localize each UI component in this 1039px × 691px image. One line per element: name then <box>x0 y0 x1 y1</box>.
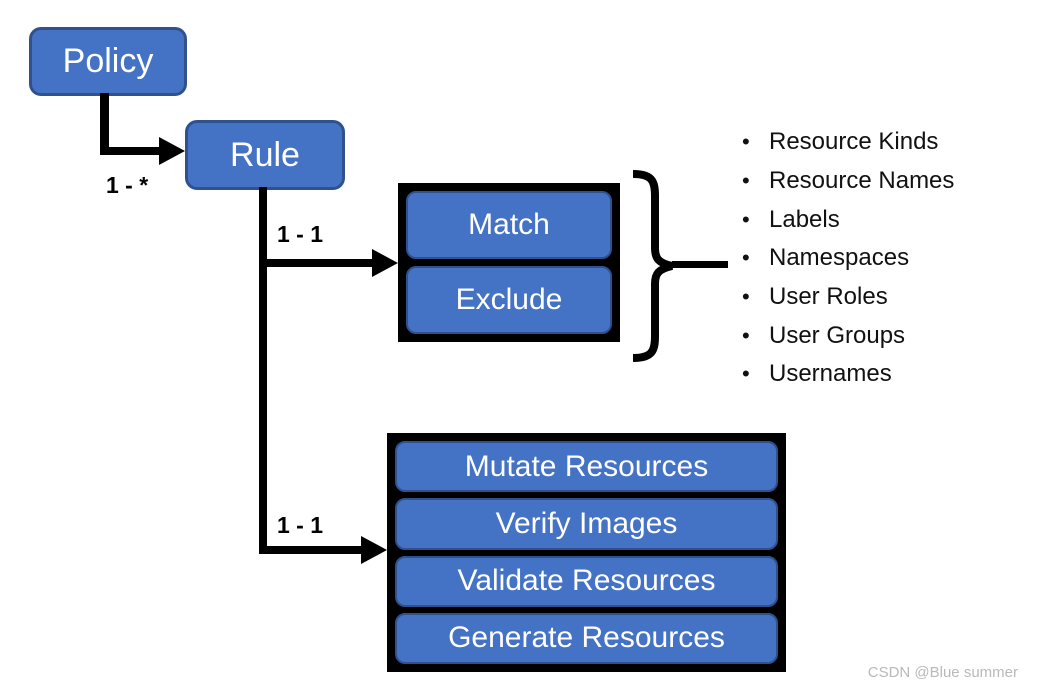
rule-actions-arrowhead-icon <box>361 536 387 564</box>
policy-node: Policy <box>29 27 187 96</box>
policy-rule-connector-horizontal <box>100 147 162 155</box>
actions-group: Mutate Resources Verify Images Validate … <box>387 433 786 672</box>
policy-node-label: Policy <box>62 42 154 80</box>
rule-match-cardinality: 1 - 1 <box>277 221 324 247</box>
match-exclude-group: Match Exclude <box>398 183 620 342</box>
rule-match-connector <box>259 259 374 267</box>
rule-match-arrowhead-icon <box>372 249 398 277</box>
bullet-icon: • <box>742 322 750 348</box>
mutate-resources-node: Mutate Resources <box>395 441 778 493</box>
policy-rule-arrowhead-icon <box>159 137 185 165</box>
list-item: • User Groups <box>742 316 954 355</box>
match-node-label: Match <box>468 208 550 241</box>
list-item: • Usernames <box>742 355 954 394</box>
policy-rule-cardinality: 1 - * <box>106 172 149 198</box>
bullet-icon: • <box>742 129 750 155</box>
criteria-label: Usernames <box>769 360 892 388</box>
match-node: Match <box>406 191 612 259</box>
list-item: • Resource Names <box>742 162 954 201</box>
criteria-label: User Roles <box>769 283 888 311</box>
criteria-label: Resource Kinds <box>769 128 939 156</box>
exclude-node: Exclude <box>406 266 612 334</box>
criteria-label: Labels <box>769 205 840 233</box>
criteria-label: User Groups <box>769 321 906 349</box>
rule-actions-connector <box>259 546 363 554</box>
verify-images-node: Verify Images <box>395 498 778 550</box>
brace-criteria-connector <box>672 261 728 268</box>
bullet-icon: • <box>742 168 750 194</box>
match-criteria-list: • Resource Kinds • Resource Names • Labe… <box>742 123 954 394</box>
criteria-label: Namespaces <box>769 244 910 272</box>
bullet-icon: • <box>742 206 750 232</box>
action-label: Mutate Resources <box>464 449 709 483</box>
action-label: Validate Resources <box>457 564 716 598</box>
watermark: CSDN @Blue summer <box>867 664 1018 681</box>
generate-resources-node: Generate Resources <box>395 612 778 664</box>
list-item: • Labels <box>742 200 954 239</box>
list-item: • Namespaces <box>742 239 954 278</box>
rule-actions-cardinality: 1 - 1 <box>277 512 324 538</box>
bullet-icon: • <box>742 361 750 387</box>
action-label: Generate Resources <box>448 621 725 655</box>
validate-resources-node: Validate Resources <box>395 555 778 607</box>
list-item: • User Roles <box>742 278 954 317</box>
action-label: Verify Images <box>495 506 678 540</box>
rule-node: Rule <box>185 120 345 190</box>
list-item: • Resource Kinds <box>742 123 954 162</box>
exclude-node-label: Exclude <box>455 283 563 316</box>
criteria-label: Resource Names <box>769 167 955 195</box>
rule-node-label: Rule <box>230 135 300 174</box>
rule-trunk-connector <box>259 187 267 554</box>
curly-brace-icon <box>632 170 673 362</box>
bullet-icon: • <box>742 284 750 310</box>
policy-rule-connector-vertical <box>100 93 109 155</box>
bullet-icon: • <box>742 245 750 271</box>
